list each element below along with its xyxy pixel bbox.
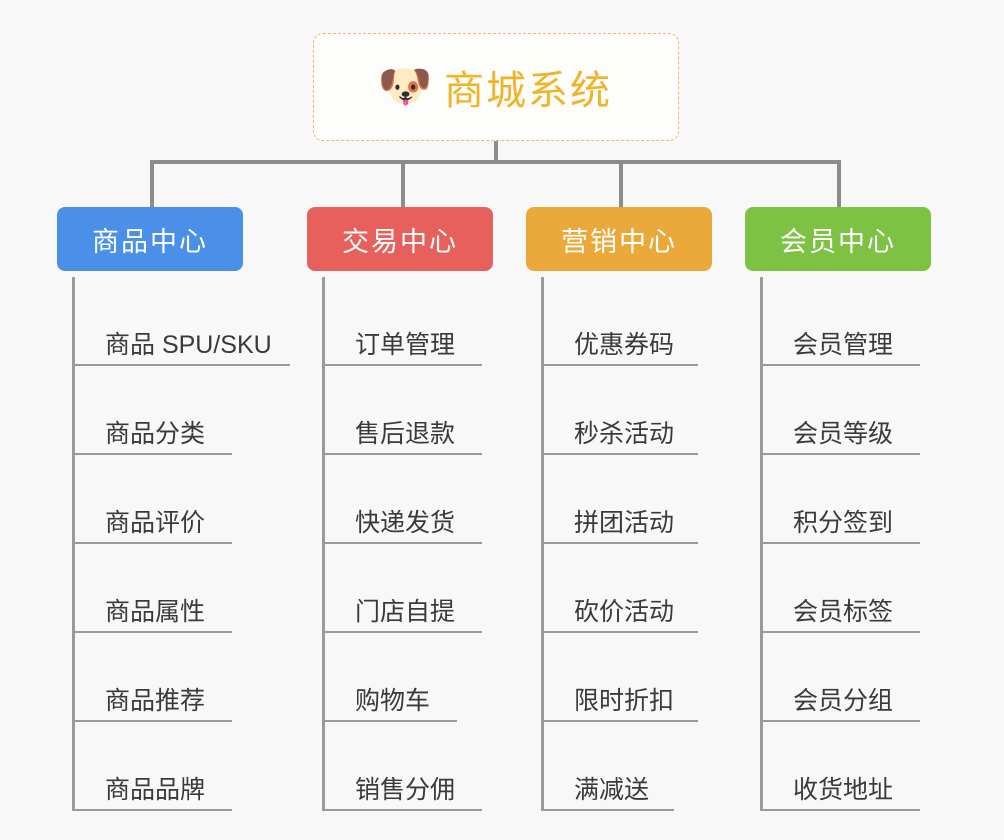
leaf-item[interactable]: 会员标签 — [760, 544, 920, 633]
branch-spine-trade-center — [322, 277, 325, 811]
branch-spine-marketing-center — [541, 277, 544, 811]
leaf-item-label: 售后退款 — [355, 419, 456, 448]
root-node[interactable]: 🐶 商城系统 — [313, 33, 679, 141]
leaf-item[interactable]: 快递发货 — [322, 455, 482, 544]
leaf-item[interactable]: 拼团活动 — [541, 455, 698, 544]
leaf-item[interactable]: 限时折扣 — [541, 633, 698, 722]
leaf-item-label: 积分签到 — [793, 508, 894, 537]
root-stem-connector — [494, 141, 498, 163]
leaf-item-label: 优惠券码 — [574, 330, 675, 359]
leaf-item-label: 会员等级 — [793, 419, 894, 448]
leaf-item-label: 购物车 — [355, 686, 431, 715]
root-title: 商城系统 — [444, 69, 612, 113]
leaf-item[interactable]: 收货地址 — [760, 722, 920, 811]
branch-header-trade-center[interactable]: 交易中心 — [307, 207, 493, 271]
bus-connector — [150, 160, 841, 164]
leaf-item[interactable]: 秒杀活动 — [541, 366, 698, 455]
branch-drop-connector-3 — [619, 160, 623, 208]
branch-spine-product-center — [72, 277, 75, 811]
leaf-item-label: 秒杀活动 — [574, 419, 675, 448]
branch-drop-connector-1 — [150, 160, 154, 208]
leaf-item[interactable]: 售后退款 — [322, 366, 482, 455]
leaf-item[interactable]: 满减送 — [541, 722, 674, 811]
branch-header-label: 商品中心 — [92, 226, 208, 257]
leaf-item-label: 满减送 — [574, 775, 650, 804]
leaf-item[interactable]: 门店自提 — [322, 544, 482, 633]
branch-header-member-center[interactable]: 会员中心 — [745, 207, 931, 271]
branch-header-label: 交易中心 — [342, 226, 458, 257]
leaf-item-label: 拼团活动 — [574, 508, 675, 537]
branch-spine-member-center — [760, 277, 763, 811]
leaf-item[interactable]: 积分签到 — [760, 455, 920, 544]
leaf-item-label: 商品分类 — [105, 419, 206, 448]
leaf-item[interactable]: 商品分类 — [72, 366, 232, 455]
leaf-item[interactable]: 优惠券码 — [541, 277, 698, 366]
leaf-item-label: 商品品牌 — [105, 775, 206, 804]
leaf-item-label: 商品推荐 — [105, 686, 206, 715]
leaf-item-label: 订单管理 — [355, 330, 456, 359]
branch-header-label: 会员中心 — [780, 226, 896, 257]
leaf-item-label: 商品 SPU/SKU — [105, 330, 272, 359]
leaf-item-label: 砍价活动 — [574, 597, 675, 626]
leaf-item-label: 限时折扣 — [574, 686, 675, 715]
leaf-item-label: 销售分佣 — [355, 775, 456, 804]
branch-header-product-center[interactable]: 商品中心 — [57, 207, 243, 271]
leaf-item-label: 门店自提 — [355, 597, 456, 626]
leaf-item-label: 会员管理 — [793, 330, 894, 359]
leaf-item[interactable]: 会员管理 — [760, 277, 920, 366]
leaf-item[interactable]: 商品 SPU/SKU — [72, 277, 290, 366]
leaf-item-label: 商品属性 — [105, 597, 206, 626]
branch-drop-connector-4 — [837, 160, 841, 208]
leaf-item[interactable]: 会员分组 — [760, 633, 920, 722]
leaf-item[interactable]: 商品属性 — [72, 544, 232, 633]
leaf-item[interactable]: 商品推荐 — [72, 633, 232, 722]
leaf-item[interactable]: 砍价活动 — [541, 544, 698, 633]
leaf-item-label: 会员标签 — [793, 597, 894, 626]
leaf-item-label: 快递发货 — [355, 508, 456, 537]
dog-face-icon: 🐶 — [377, 62, 433, 111]
branch-header-marketing-center[interactable]: 营销中心 — [526, 207, 712, 271]
leaf-item[interactable]: 商品评价 — [72, 455, 232, 544]
leaf-item[interactable]: 购物车 — [322, 633, 457, 722]
branch-drop-connector-2 — [401, 160, 405, 208]
branch-header-label: 营销中心 — [561, 226, 677, 257]
leaf-item[interactable]: 销售分佣 — [322, 722, 482, 811]
leaf-item-label: 会员分组 — [793, 686, 894, 715]
leaf-item[interactable]: 商品品牌 — [72, 722, 232, 811]
leaf-item[interactable]: 订单管理 — [322, 277, 482, 366]
leaf-item-label: 收货地址 — [793, 775, 894, 804]
leaf-item-label: 商品评价 — [105, 508, 206, 537]
leaf-item[interactable]: 会员等级 — [760, 366, 920, 455]
